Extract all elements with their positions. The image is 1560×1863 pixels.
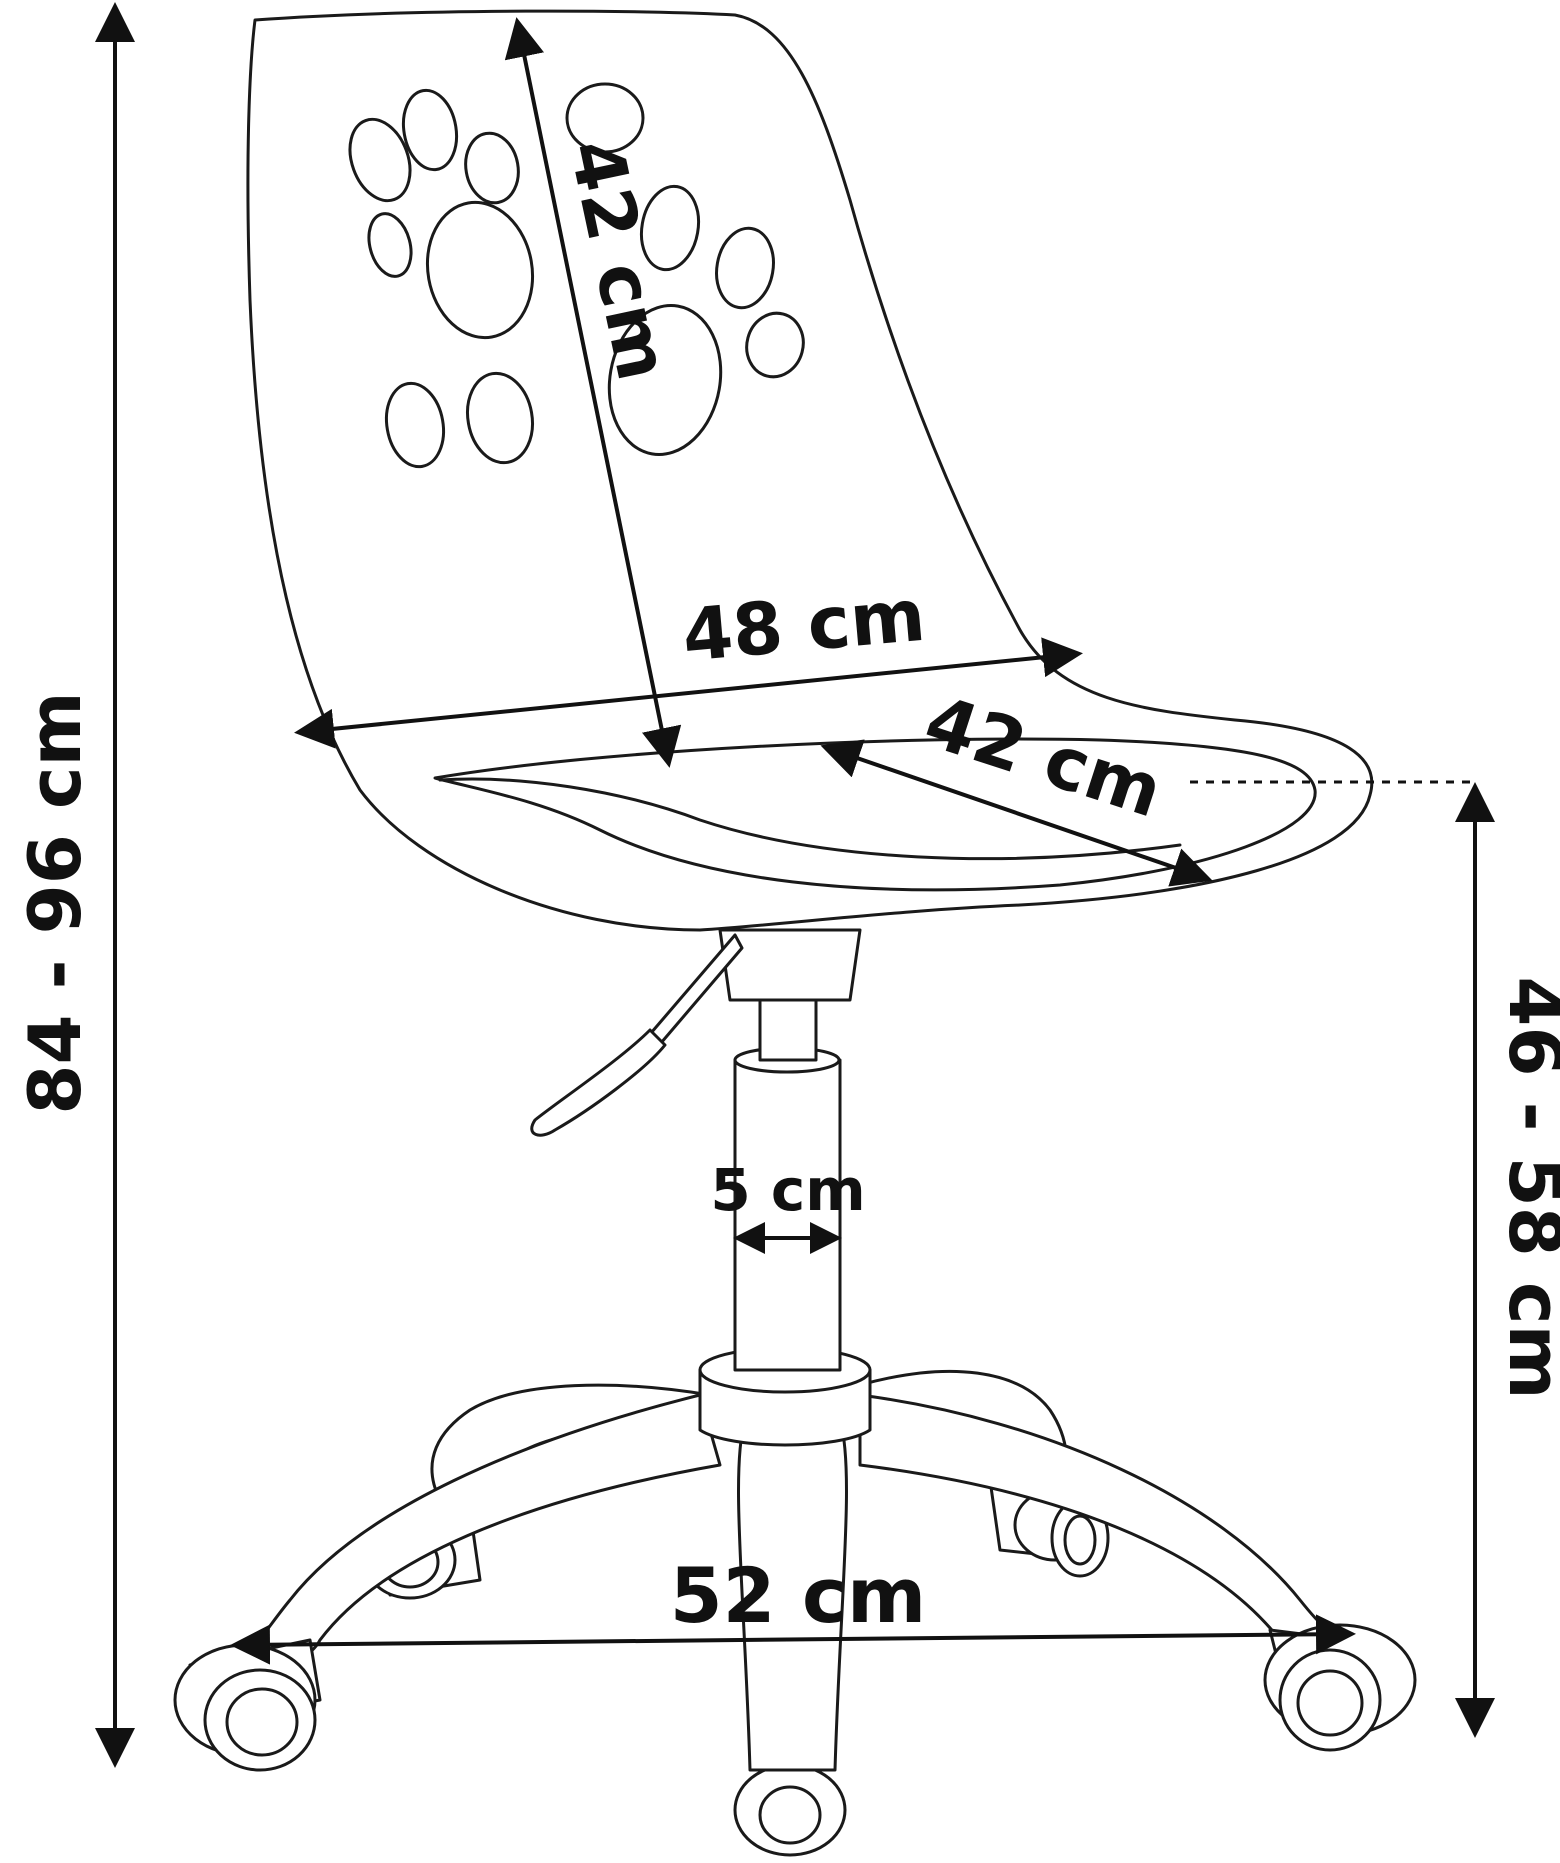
seat-height-label: 46 - 58 cm	[1493, 976, 1560, 1399]
front-caster	[733, 1763, 847, 1857]
base-width-arrow	[230, 1614, 1356, 1665]
gas-lift-diameter-label: 5 cm	[710, 1156, 865, 1224]
gas-lift-cylinder	[733, 980, 842, 1372]
base-width-label: 52 cm	[670, 1551, 926, 1640]
caster-right	[1263, 1623, 1417, 1752]
caster-left	[173, 1638, 322, 1772]
total-height-label: 84 - 96 cm	[13, 691, 97, 1114]
seat-width-arrow	[294, 637, 1083, 749]
base-leg-front	[737, 1418, 848, 1772]
seat-mechanism	[718, 928, 862, 1002]
seat-depth-arrow	[820, 739, 1213, 887]
dimension-lines	[95, 2, 1495, 1768]
height-adjustment-lever	[530, 933, 744, 1137]
